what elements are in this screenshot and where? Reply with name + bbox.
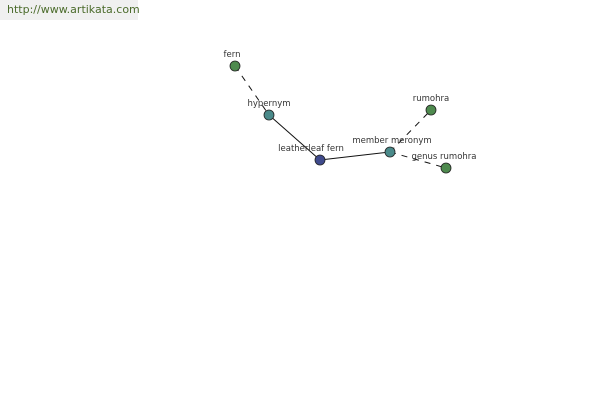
graph-labels: fern hypernym leatherleaf fern member meron… (224, 50, 477, 162)
node-label-genus-rumohra[interactable]: genus rumohra (412, 152, 477, 162)
edge-leatherleaf-fern-to-member-meronym (319, 151, 391, 161)
edge-member-meronym-to-genus-rumohra (389, 151, 447, 169)
node-member-meronym[interactable] (384, 146, 396, 158)
edge-fern-to-hypernym (234, 65, 270, 116)
node-fern[interactable] (229, 60, 241, 72)
edge-hypernym-to-leatherleaf-fern (268, 114, 321, 161)
node-label-member-meronym[interactable]: member meronym (352, 136, 431, 146)
graph-nodes (229, 60, 452, 174)
node-leatherleaf-fern[interactable] (314, 154, 326, 166)
edge-member-meronym-to-rumohra (389, 109, 432, 153)
node-genus-rumohra[interactable] (440, 162, 452, 174)
node-hypernym[interactable] (263, 109, 275, 121)
node-label-hypernym[interactable]: hypernym (247, 99, 290, 109)
node-label-leatherleaf-fern[interactable]: leatherleaf fern (278, 144, 344, 154)
node-label-rumohra[interactable]: rumohra (413, 94, 449, 104)
node-rumohra[interactable] (425, 104, 437, 116)
node-label-fern[interactable]: fern (224, 50, 241, 60)
source-url[interactable]: http://www.artikata.com (0, 0, 140, 20)
graph-edges (234, 65, 447, 169)
